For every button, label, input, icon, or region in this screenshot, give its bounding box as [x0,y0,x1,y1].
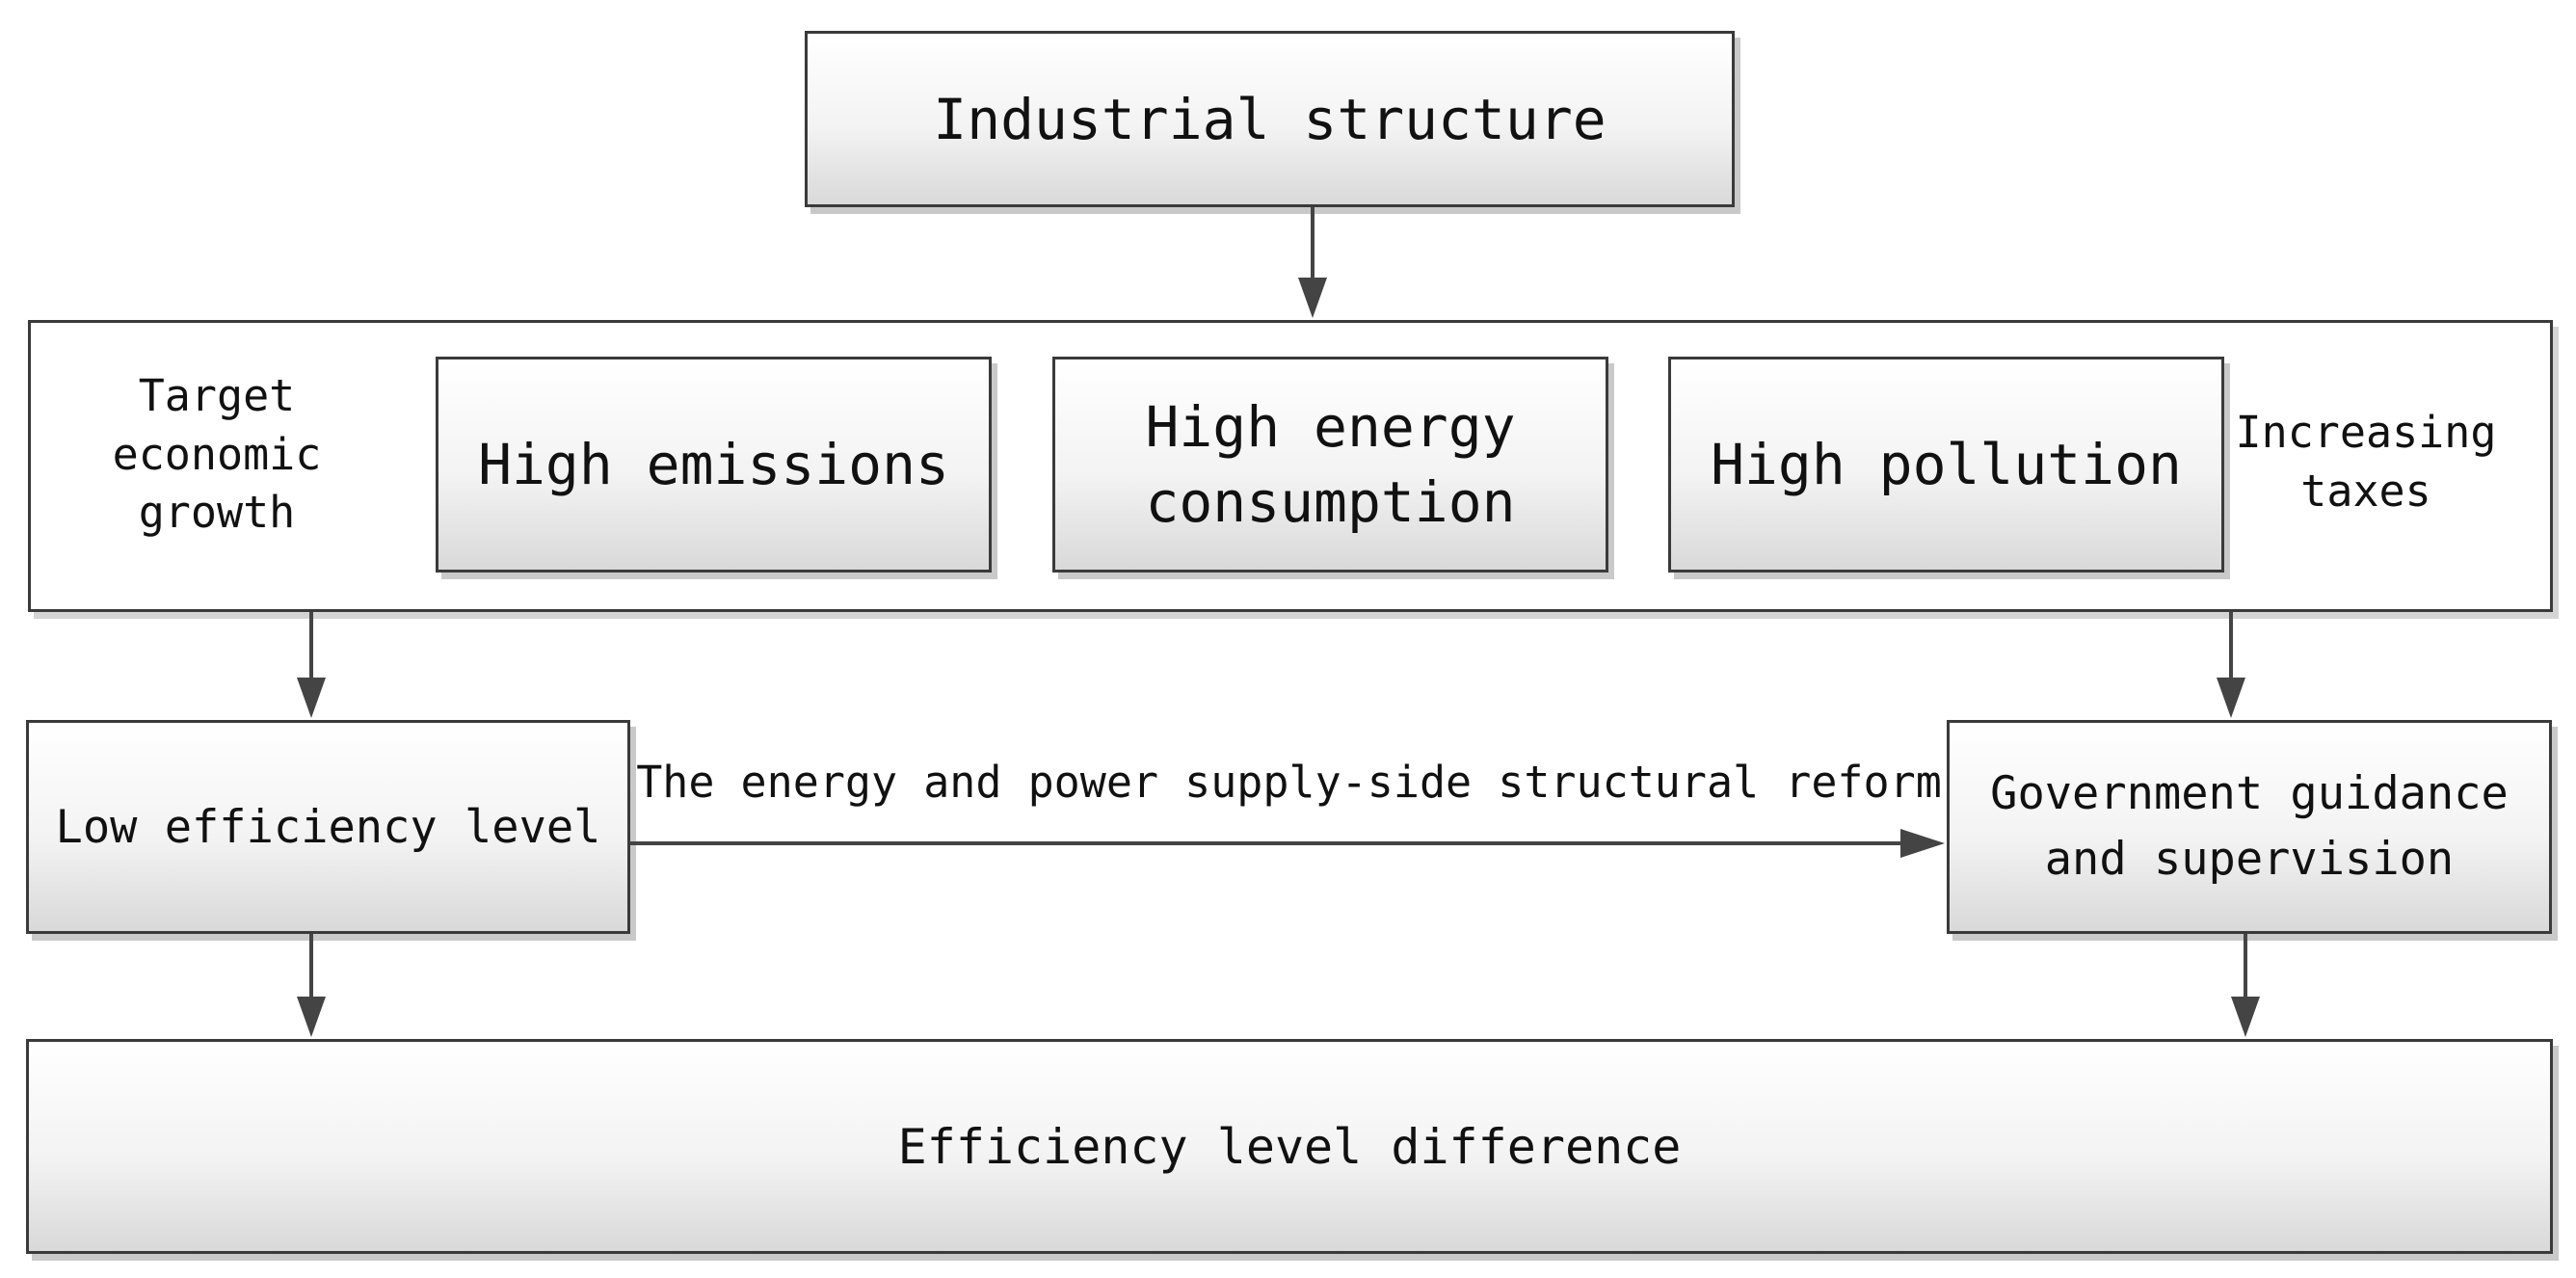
arrowhead-characteristics-to-low-efficiency [297,678,326,718]
low-efficiency-level-label: Low efficiency level [55,800,601,854]
high-pollution-label: High pollution [1711,432,2182,497]
reform-edge-label: The energy and power supply-side structu… [636,757,1942,809]
high-emissions-label: High emissions [478,432,949,497]
arrowhead-low-efficiency-to-government [1900,829,1945,858]
arrowhead-low-efficiency-to-difference [297,997,326,1037]
high-energy-consumption-label: High energy consumption [1145,393,1516,535]
arrowhead-government-to-difference [2231,997,2260,1037]
arrowhead-industrial-to-characteristics [1298,278,1327,318]
efficiency-level-difference-label: Efficiency level difference [897,1118,1682,1175]
industrial-structure-box: Industrial structure [805,31,1735,207]
high-emissions-box: High emissions [436,357,992,572]
industrial-structure-label: Industrial structure [933,86,1607,152]
government-guidance-label: Government guidance and supervision [1990,766,2509,886]
arrowhead-characteristics-to-government [2217,678,2245,718]
low-efficiency-level-box: Low efficiency level [26,720,630,934]
government-guidance-box: Government guidance and supervision [1947,720,2552,934]
target-economic-growth-label: Target economic growth [112,369,322,539]
efficiency-level-difference-box: Efficiency level difference [26,1039,2553,1254]
high-energy-consumption-box: High energy consumption [1052,357,1608,572]
increasing-taxes-label: Increasing taxes [2235,407,2497,517]
high-pollution-box: High pollution [1668,357,2224,572]
